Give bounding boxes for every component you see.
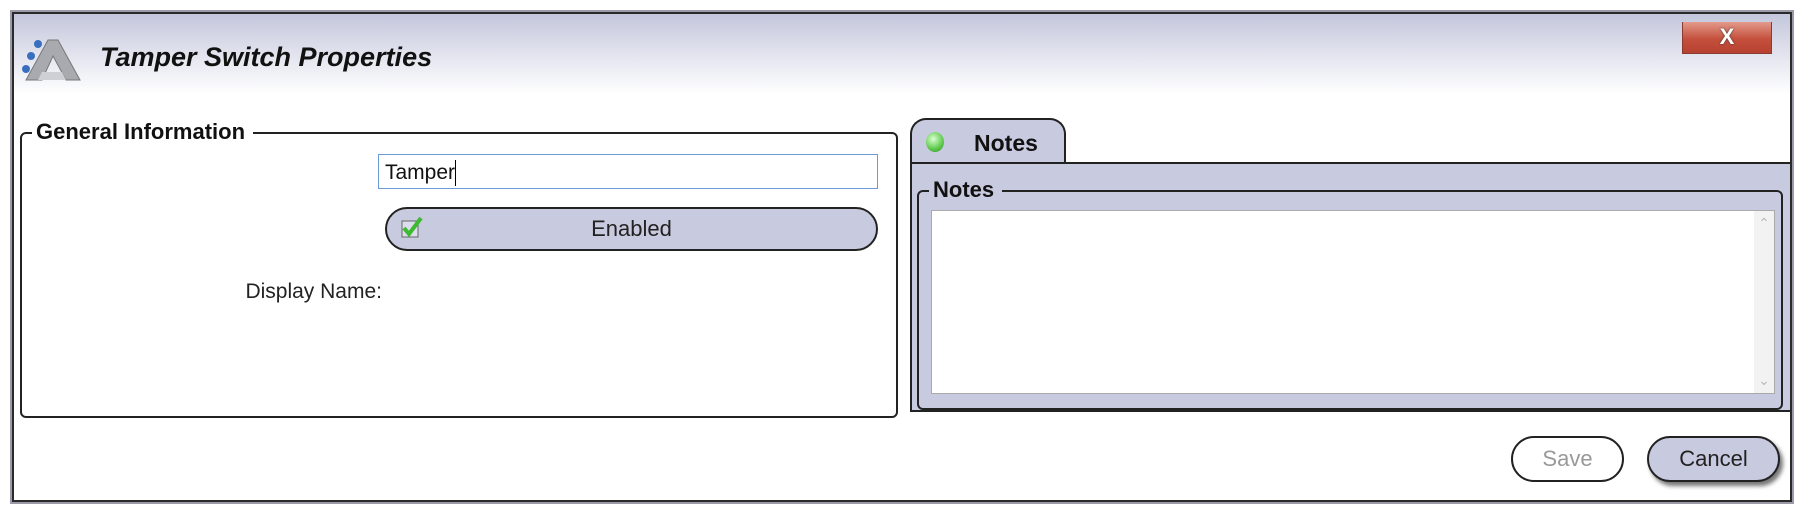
notes-tab-panel: Notes ⌃ ⌄	[910, 162, 1790, 412]
enabled-label: Enabled	[591, 216, 672, 241]
general-information-legend: General Information	[32, 119, 254, 145]
close-button[interactable]: X	[1682, 22, 1772, 54]
scroll-down-icon[interactable]: ⌄	[1758, 372, 1770, 388]
properties-dialog: Tamper Switch Properties X General Infor…	[12, 12, 1792, 502]
enabled-toggle[interactable]: Enabled	[385, 207, 878, 251]
app-logo-icon	[22, 39, 81, 81]
checkbox-checked-icon	[401, 217, 423, 238]
dialog-title: Tamper Switch Properties	[100, 42, 433, 72]
save-button[interactable]: Save	[1511, 436, 1624, 482]
cancel-button[interactable]: Cancel	[1647, 436, 1780, 482]
notes-textarea[interactable]: ⌃ ⌄	[931, 210, 1775, 394]
status-led-icon	[926, 132, 944, 152]
text-caret	[455, 160, 457, 187]
display-name-label: Display Name:	[245, 280, 382, 303]
tab-notes[interactable]: Notes	[910, 118, 1066, 164]
display-name-input[interactable]: Tamper	[378, 154, 878, 189]
tab-notes-label: Notes	[974, 130, 1038, 156]
general-information-group: General Information Display Name:	[20, 119, 898, 418]
scroll-up-icon[interactable]: ⌃	[1758, 215, 1770, 231]
title-bar: Tamper Switch Properties X	[14, 14, 1790, 94]
notes-legend: Notes	[929, 177, 1003, 203]
notes-group: Notes ⌃ ⌄	[917, 177, 1783, 410]
notes-scrollbar[interactable]: ⌃ ⌄	[1754, 211, 1774, 393]
display-name-value: Tamper	[385, 161, 456, 184]
